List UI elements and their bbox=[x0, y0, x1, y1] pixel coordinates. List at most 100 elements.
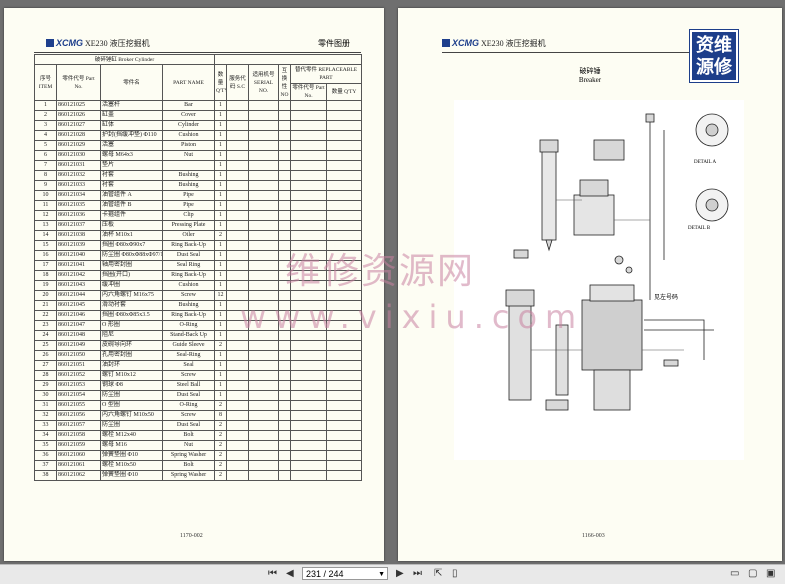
row-rep-qty bbox=[326, 120, 363, 131]
row-no bbox=[278, 190, 292, 201]
row-qty: 1 bbox=[214, 360, 228, 371]
row-rep-part-no bbox=[290, 140, 328, 151]
row-name-en: Ring Back-Up bbox=[161, 310, 216, 321]
col-item: 序号 ITEM bbox=[34, 64, 57, 101]
row-name-cn: 活塞 bbox=[100, 140, 163, 151]
row-name-en: Steel Ball bbox=[161, 380, 216, 391]
fit-width-icon[interactable]: ▯ bbox=[452, 568, 458, 579]
row-name-cn: 压板 bbox=[100, 220, 163, 231]
row-sc bbox=[226, 260, 250, 271]
col-name-cn: 零件名 bbox=[100, 64, 163, 101]
two-page-icon[interactable]: ▢ bbox=[748, 568, 758, 579]
row-no bbox=[278, 100, 292, 111]
row-qty: 1 bbox=[214, 170, 228, 181]
row-no bbox=[278, 180, 292, 191]
fit-page-icon[interactable]: ⇱ bbox=[434, 568, 443, 579]
row-item: 8 bbox=[34, 170, 57, 181]
row-no bbox=[278, 410, 292, 421]
row-serial bbox=[248, 110, 280, 121]
prev-page-icon[interactable]: ◀ bbox=[286, 568, 294, 579]
facing-pages-icon[interactable]: ▣ bbox=[766, 568, 776, 579]
row-rep-qty bbox=[326, 340, 363, 351]
row-item: 23 bbox=[34, 320, 57, 331]
row-name-en: Spring Washer bbox=[161, 450, 216, 461]
page-number-input[interactable]: 231 / 244▼ bbox=[302, 567, 388, 580]
row-name-en: Bushing bbox=[161, 170, 216, 181]
row-name-cn: 卡箍组件 bbox=[100, 210, 163, 221]
row-name-en: Stand-Back Up bbox=[161, 330, 216, 341]
row-qty: 2 bbox=[214, 420, 228, 431]
row-part-no: 860121046 bbox=[56, 310, 101, 321]
first-page-icon[interactable]: ⏮ bbox=[268, 568, 277, 579]
row-rep-part-no bbox=[290, 220, 328, 231]
row-item: 30 bbox=[34, 390, 57, 401]
row-item: 34 bbox=[34, 430, 57, 441]
row-sc bbox=[226, 360, 250, 371]
drawing-title-cn: 破碎锤 bbox=[579, 67, 601, 75]
col-rep-part-no: 零件代号 Part No. bbox=[290, 83, 328, 101]
last-page-icon[interactable]: ⏭ bbox=[413, 568, 422, 579]
row-part-no: 860121052 bbox=[56, 370, 101, 381]
row-name-en: Screw bbox=[161, 410, 216, 421]
row-part-no: 860121062 bbox=[56, 470, 101, 481]
row-name-en: Bushing bbox=[161, 300, 216, 311]
row-name-cn: 油管组件 A bbox=[100, 190, 163, 201]
row-name-en: Bolt bbox=[161, 460, 216, 471]
row-name-cn: 挡圈(开口) bbox=[100, 270, 163, 281]
row-no bbox=[278, 150, 292, 161]
row-sc bbox=[226, 450, 250, 461]
row-name-en: Bar bbox=[161, 100, 216, 111]
row-rep-part-no bbox=[290, 210, 328, 221]
row-serial bbox=[248, 450, 280, 461]
row-qty: 1 bbox=[214, 220, 228, 231]
row-name-en bbox=[161, 160, 216, 171]
row-sc bbox=[226, 100, 250, 111]
xcmg-logo: XCMG bbox=[442, 38, 479, 48]
row-rep-qty bbox=[326, 410, 363, 421]
row-item: 6 bbox=[34, 150, 57, 161]
row-sc bbox=[226, 380, 250, 391]
row-part-no: 860121031 bbox=[56, 160, 101, 171]
row-rep-qty bbox=[326, 420, 363, 431]
row-item: 7 bbox=[34, 160, 57, 171]
row-part-no: 860121040 bbox=[56, 250, 101, 261]
row-qty: 2 bbox=[214, 470, 228, 481]
row-name-en: Dust Seal bbox=[161, 390, 216, 401]
row-sc bbox=[226, 230, 250, 241]
row-serial bbox=[248, 150, 280, 161]
row-item: 28 bbox=[34, 370, 57, 381]
row-part-no: 860121061 bbox=[56, 460, 101, 471]
single-page-icon[interactable]: ▭ bbox=[730, 568, 740, 579]
row-rep-qty bbox=[326, 210, 363, 221]
row-sc bbox=[226, 420, 250, 431]
row-rep-qty bbox=[326, 220, 363, 231]
row-sc bbox=[226, 460, 250, 471]
next-page-icon[interactable]: ▶ bbox=[396, 568, 404, 579]
row-rep-part-no bbox=[290, 420, 328, 431]
col-part-no: 零件代号 Part No. bbox=[56, 64, 101, 101]
row-qty: 2 bbox=[214, 440, 228, 451]
row-part-no: 860121027 bbox=[56, 120, 101, 131]
row-part-no: 860121038 bbox=[56, 230, 101, 241]
row-part-no: 860121045 bbox=[56, 300, 101, 311]
row-rep-part-no bbox=[290, 460, 328, 471]
row-sc bbox=[226, 370, 250, 381]
row-part-no: 860121054 bbox=[56, 390, 101, 401]
row-rep-qty bbox=[326, 150, 363, 161]
row-name-cn: 滑动衬套 bbox=[100, 300, 163, 311]
row-no bbox=[278, 470, 292, 481]
row-item: 26 bbox=[34, 350, 57, 361]
chevron-down-icon[interactable]: ▼ bbox=[378, 571, 385, 578]
row-qty: 1 bbox=[214, 100, 228, 111]
